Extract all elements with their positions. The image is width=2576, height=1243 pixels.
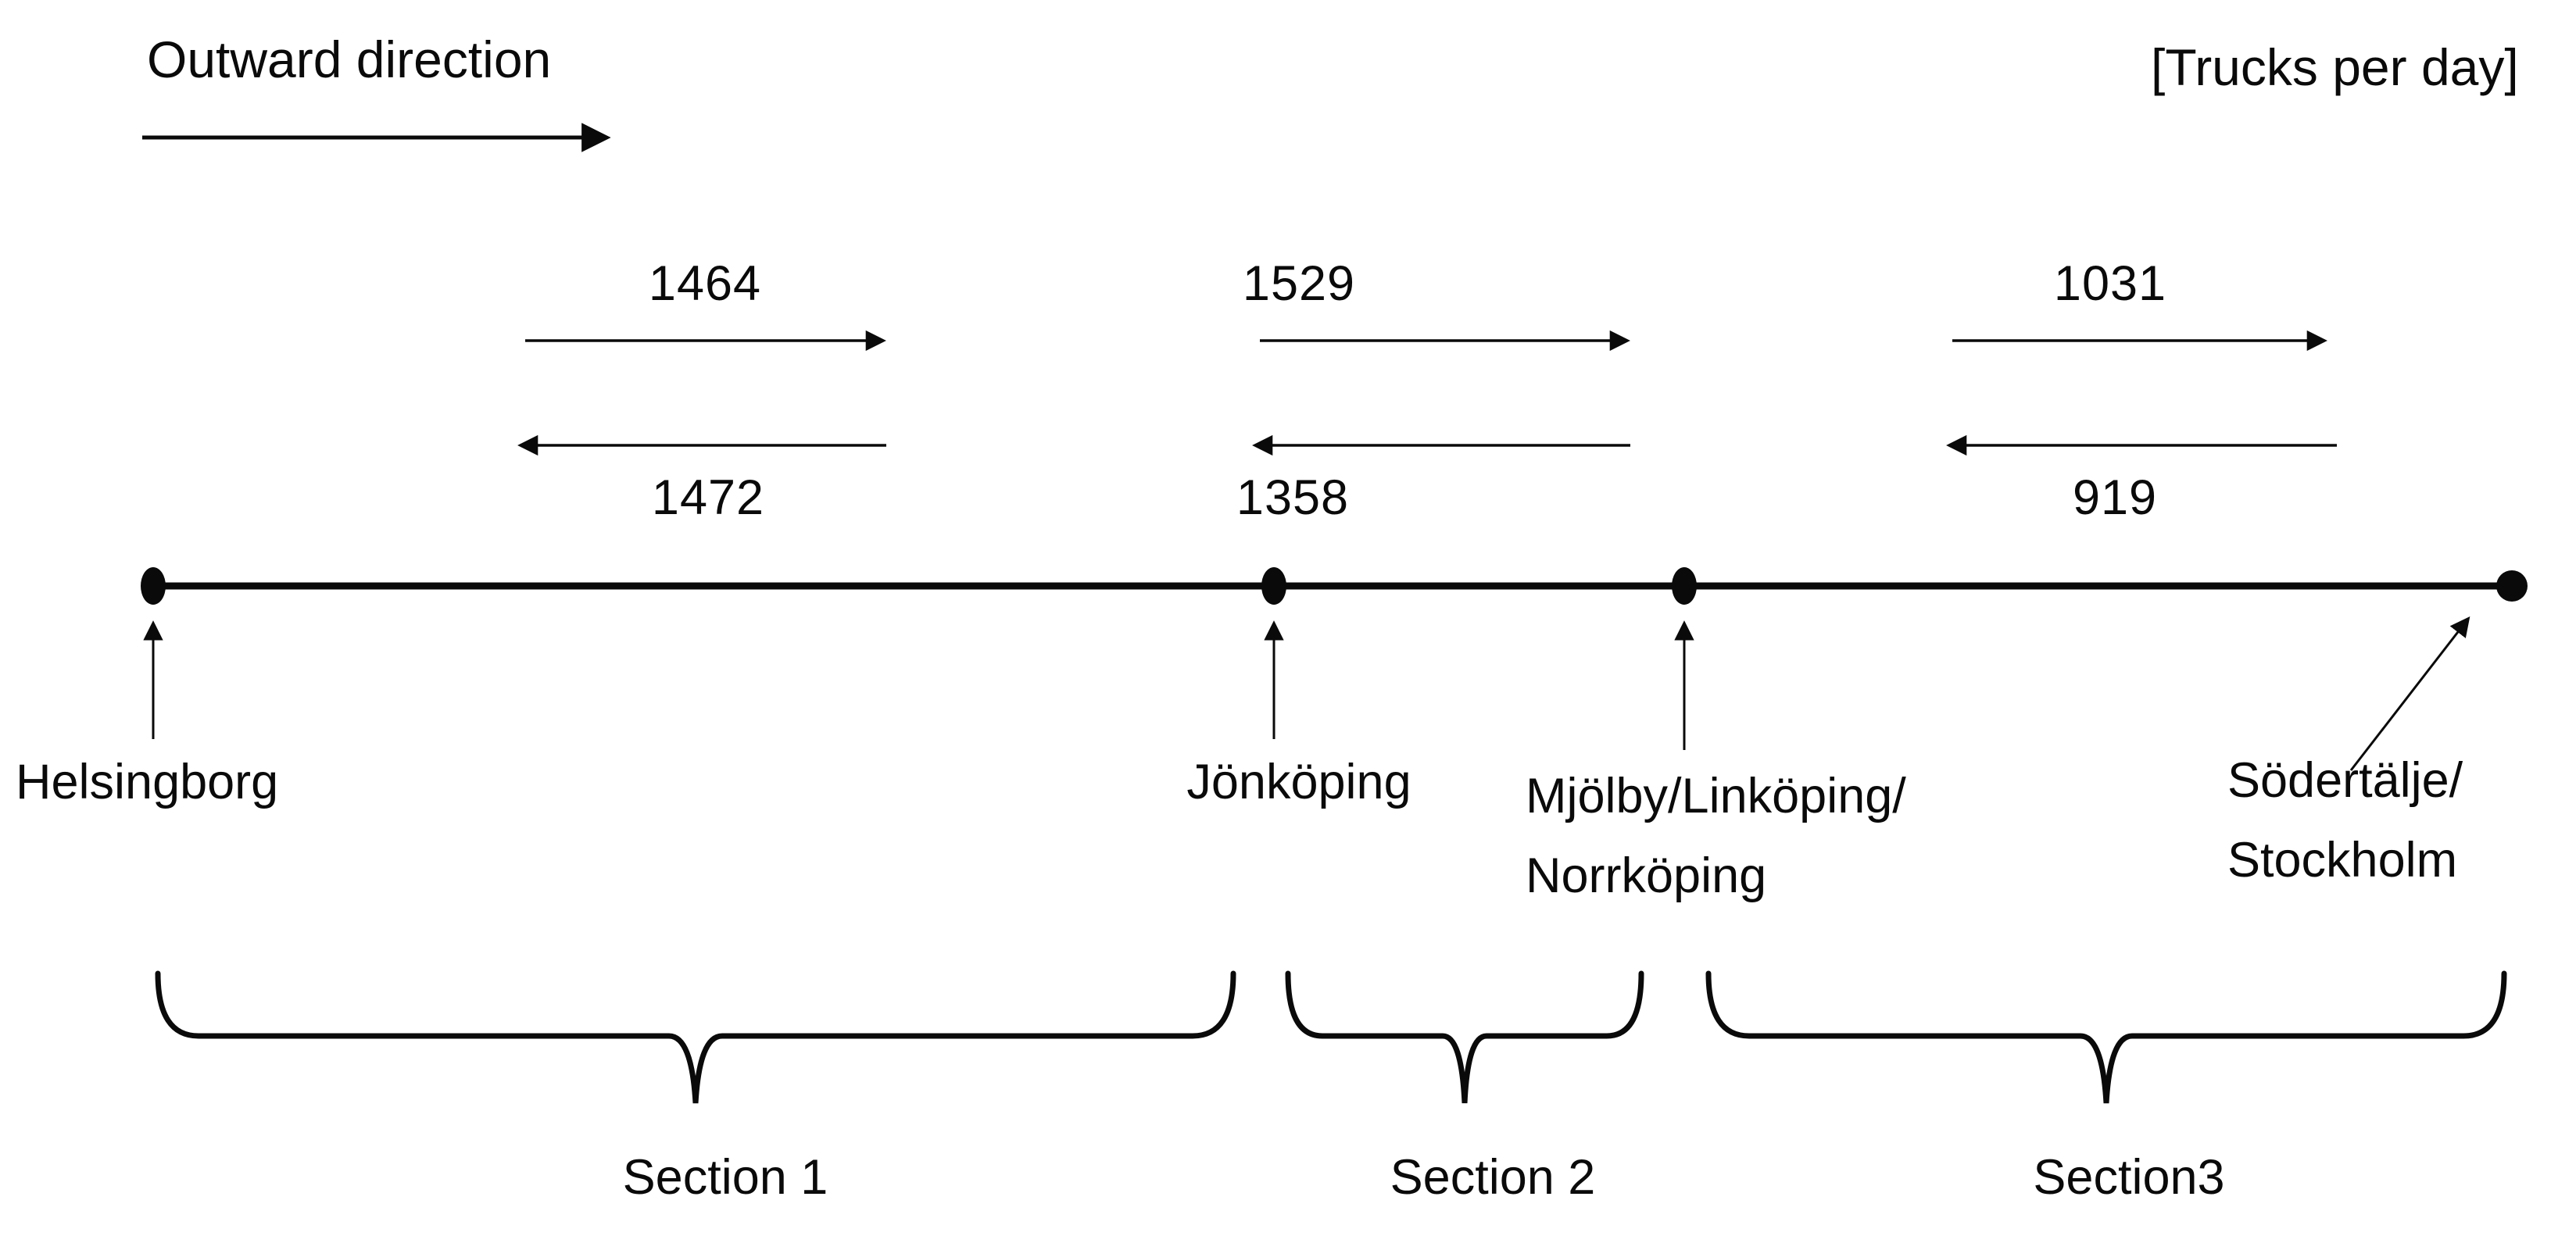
section1-label: Section 1 bbox=[622, 1150, 828, 1205]
trucks-per-day-label: [Trucks per day] bbox=[2151, 38, 2519, 96]
sodertalje-label-line2: Stockholm bbox=[2227, 833, 2458, 888]
node-dot-jonkoping bbox=[1261, 567, 1286, 605]
section2-label: Section 2 bbox=[1390, 1150, 1596, 1205]
section3-underbrace bbox=[1705, 970, 2507, 1104]
section3-inward-value: 919 bbox=[2072, 470, 2158, 525]
helsingborg-label: Helsingborg bbox=[16, 755, 279, 809]
section1-outward-value: 1464 bbox=[648, 256, 762, 311]
node-dot-sodertalje bbox=[2496, 570, 2528, 602]
section2-underbrace bbox=[1285, 970, 1644, 1104]
section3-label: Section3 bbox=[2033, 1150, 2225, 1205]
section1-inward-value: 1472 bbox=[651, 470, 765, 525]
mjolby-label-line1: Mjölby/Linköping/ bbox=[1526, 769, 1906, 823]
mjolby-label-line2: Norrköping bbox=[1526, 848, 1767, 903]
section1-underbrace bbox=[155, 970, 1236, 1104]
section2-inward-value: 1358 bbox=[1236, 470, 1350, 525]
sodertalje-pointer-arrow-icon bbox=[2349, 616, 2470, 771]
node-dot-helsingborg bbox=[141, 567, 166, 605]
section2-outward-value: 1529 bbox=[1242, 256, 1356, 311]
outward-direction-label: Outward direction bbox=[147, 30, 552, 88]
jonkoping-label: Jönköping bbox=[1186, 755, 1411, 809]
section3-outward-value: 1031 bbox=[2053, 256, 2167, 311]
sodertalje-label-line1: Södertälje/ bbox=[2227, 753, 2463, 808]
node-dot-mjolby bbox=[1672, 567, 1697, 605]
